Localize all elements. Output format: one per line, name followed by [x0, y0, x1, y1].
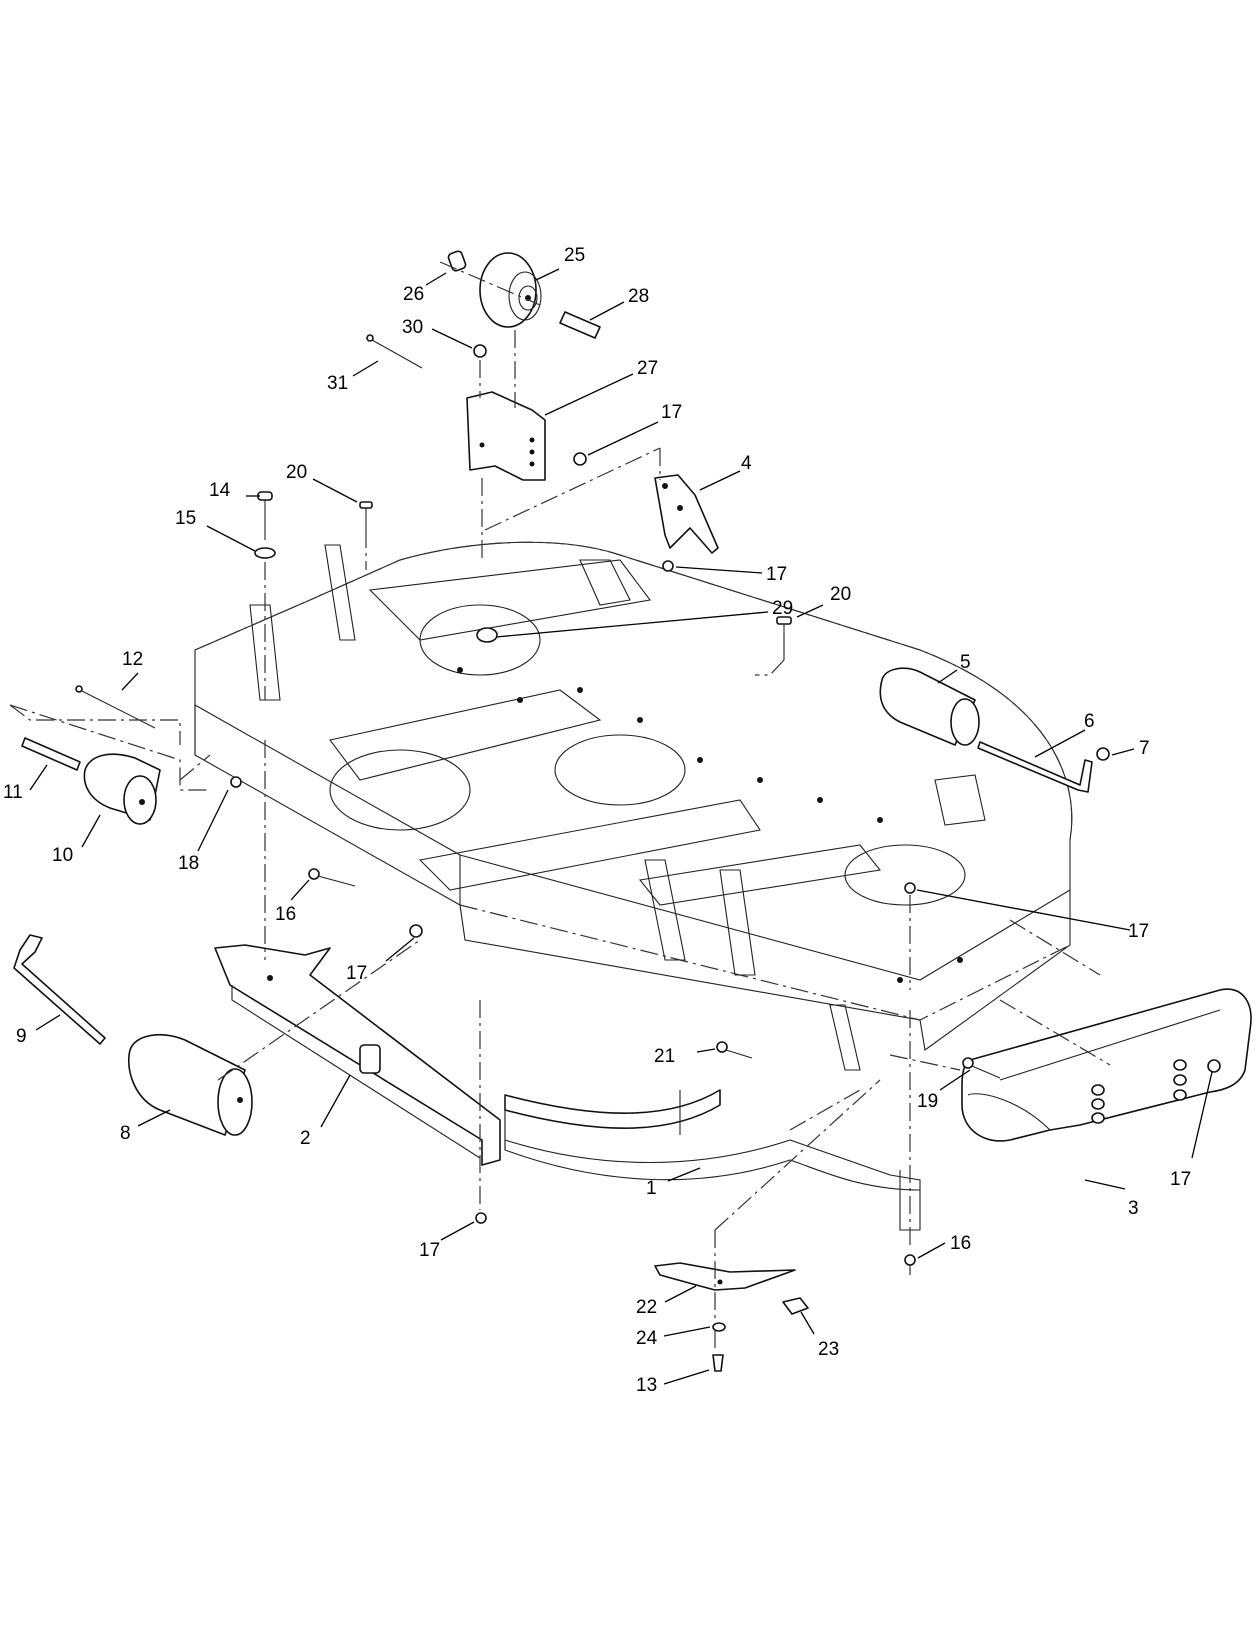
callout-26: 26 — [403, 284, 424, 305]
carriage-bolt-top — [359, 501, 373, 530]
callout-30: 30 — [402, 317, 423, 338]
deflector-plate — [654, 1262, 796, 1291]
roller-shaft-nut-right — [1096, 747, 1110, 761]
callout-31: 31 — [327, 373, 348, 394]
callout-25: 25 — [564, 245, 585, 266]
bolt-left-mid — [308, 868, 356, 887]
roller-right-front — [879, 667, 980, 746]
spindle-nut-right — [904, 882, 916, 894]
callout-17: 17 — [661, 402, 682, 423]
roller-shaft-right — [977, 741, 1093, 793]
baffle-bolt — [716, 1041, 753, 1059]
deflector-washer — [712, 1322, 726, 1332]
callout-18: 18 — [178, 853, 199, 874]
roller-nut-left — [230, 776, 242, 788]
callout-8: 8 — [120, 1123, 131, 1144]
callout-17: 17 — [346, 963, 367, 984]
baffle-bolt-lower — [904, 1254, 916, 1275]
front-bumper — [961, 988, 1252, 1142]
leader-lines — [29, 268, 1213, 1385]
mower-deck-housing — [194, 541, 1073, 1071]
callout-9: 9 — [16, 1026, 27, 1047]
bumper-bolt — [962, 1057, 1001, 1079]
callout-17: 17 — [1170, 1169, 1191, 1190]
callout-12: 12 — [122, 649, 143, 670]
deflector-clip — [782, 1297, 809, 1315]
wheel-spacer — [447, 250, 467, 272]
gauge-wheel-bracket — [654, 474, 719, 554]
callout-6: 6 — [1084, 711, 1095, 732]
callout-5: 5 — [960, 652, 971, 673]
callout-10: 10 — [52, 845, 73, 866]
deflector-screw — [712, 1354, 724, 1372]
axle-tube — [559, 311, 601, 339]
callout-14: 14 — [209, 480, 231, 501]
callout-23: 23 — [818, 1339, 839, 1360]
callout-labels: 25 26 28 30 31 27 17 4 17 20 14 15 29 20… — [3, 245, 1191, 1396]
callout-16: 16 — [950, 1233, 971, 1254]
bracket-lower-nut — [662, 560, 674, 572]
callout-24: 24 — [636, 1328, 658, 1349]
callout-17: 17 — [766, 564, 787, 585]
roller-shaft-bolt — [75, 685, 156, 729]
callout-15: 15 — [175, 508, 196, 529]
callout-13: 13 — [636, 1375, 657, 1396]
roller-shaft-left — [21, 737, 81, 771]
roller-left-rear — [128, 1034, 253, 1136]
callout-1: 1 — [646, 1178, 657, 1199]
bracket-nut — [573, 452, 587, 466]
callout-27: 27 — [637, 358, 658, 379]
callout-17: 17 — [1128, 921, 1149, 942]
callout-7: 7 — [1139, 738, 1150, 759]
roller-bracket-front — [214, 944, 501, 1166]
bracket-front-nut — [475, 1212, 487, 1224]
callout-11: 11 — [3, 782, 23, 803]
callout-4: 4 — [741, 453, 752, 474]
callout-21: 21 — [654, 1046, 675, 1067]
caster-bolt — [366, 334, 423, 369]
callout-19: 19 — [917, 1091, 938, 1112]
assembly-lines — [9, 261, 1111, 1350]
deck-baffle — [504, 1089, 921, 1231]
callout-20: 20 — [286, 462, 307, 483]
caster-nut — [473, 344, 487, 358]
roller-left-front — [83, 753, 161, 825]
carriage-bolt-left — [257, 491, 273, 540]
callout-22: 22 — [636, 1297, 657, 1318]
bumper-nut — [1207, 1059, 1221, 1073]
callout-2: 2 — [300, 1128, 311, 1149]
rear-bolt-right — [776, 616, 792, 660]
roller-shaft-rear — [13, 934, 106, 1045]
callout-20: 20 — [830, 584, 851, 605]
callout-3: 3 — [1128, 1198, 1139, 1219]
caster-wheel — [479, 252, 542, 328]
callout-29: 29 — [772, 598, 793, 619]
flat-washer — [254, 547, 276, 559]
callout-16: 16 — [275, 904, 296, 925]
callout-17: 17 — [419, 1240, 440, 1261]
nut-left-mid — [409, 924, 423, 938]
callout-28: 28 — [628, 286, 649, 307]
deck-spindle-cap — [476, 627, 498, 643]
caster-bracket — [466, 391, 546, 481]
